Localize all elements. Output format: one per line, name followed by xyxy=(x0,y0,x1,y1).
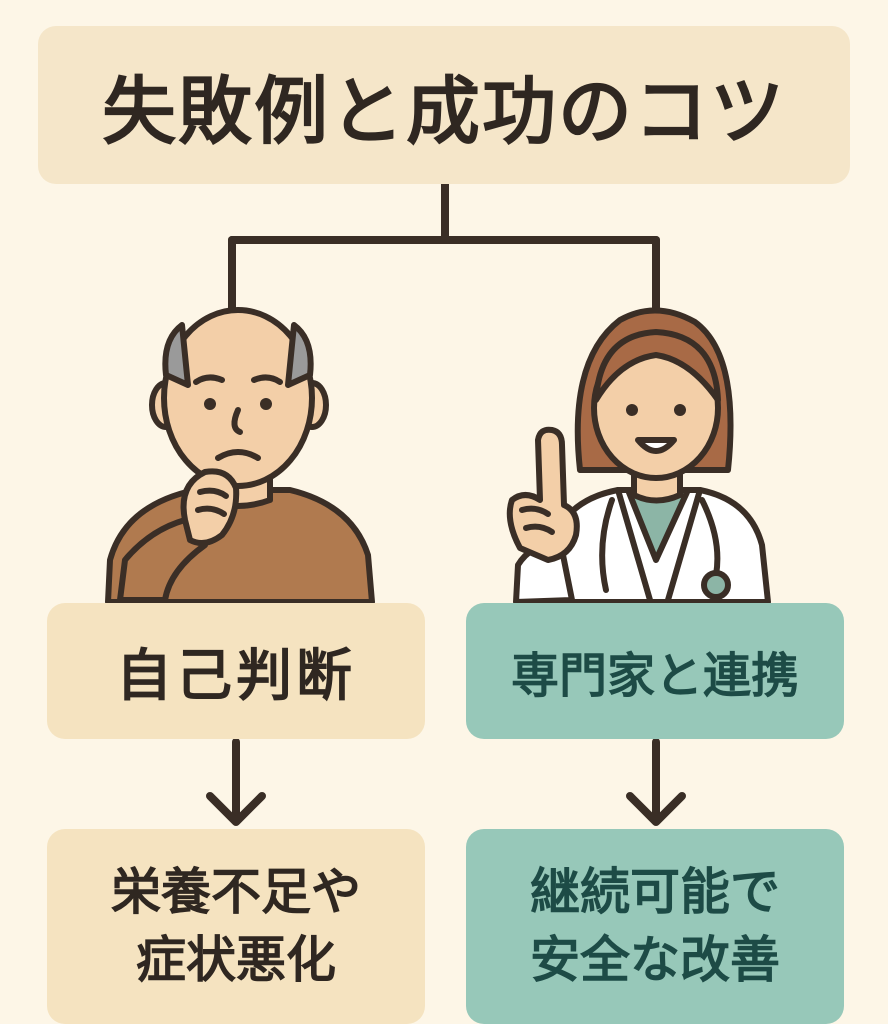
success-result-line-2: 安全な改善 xyxy=(530,930,780,989)
success-result-box: 継続可能で 安全な改善 xyxy=(466,829,844,1024)
success-step-box: 専門家と連携 xyxy=(466,603,844,739)
failure-result-line-2: 症状悪化 xyxy=(136,930,336,989)
right-arrow-head xyxy=(626,792,686,826)
page-title: 失敗例と成功のコツ xyxy=(38,26,850,184)
failure-result-box: 栄養不足や 症状悪化 xyxy=(47,829,425,1024)
failure-step-box: 自己判断 xyxy=(47,603,425,739)
failure-result-line-1: 栄養不足や xyxy=(111,863,361,921)
left-arrow-head xyxy=(206,792,266,826)
success-result-line-1: 継続可能で xyxy=(530,863,780,921)
